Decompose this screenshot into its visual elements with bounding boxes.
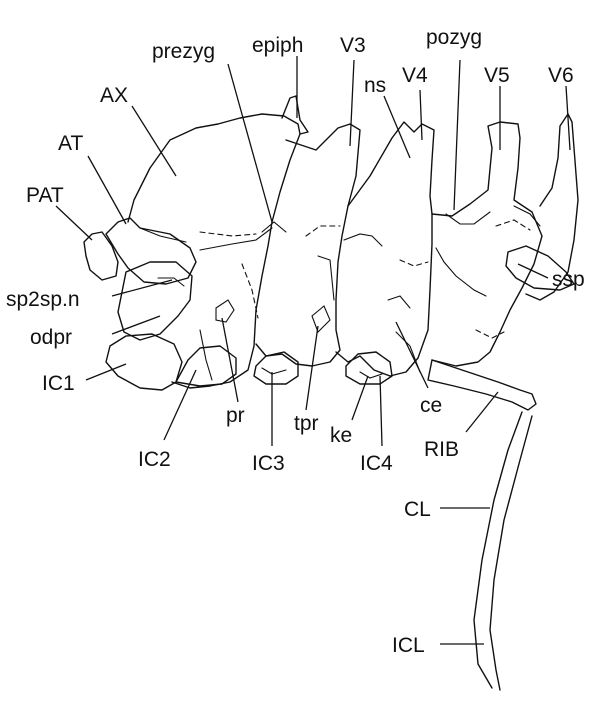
leader-ic4 xyxy=(379,375,383,447)
cervical-line-outer xyxy=(473,411,523,689)
leader-ax xyxy=(131,105,177,177)
label-epiph: epiph xyxy=(252,34,303,57)
leader-v3 xyxy=(349,59,355,147)
axis-outline xyxy=(127,113,301,389)
leader-pat xyxy=(55,205,93,241)
detail-line xyxy=(435,247,487,297)
dashed-line xyxy=(475,329,505,339)
leader-tpr xyxy=(305,325,319,411)
leader-lines xyxy=(55,56,571,645)
leader-odpr xyxy=(111,315,161,335)
label-icl: ICL xyxy=(392,634,425,657)
v3-outline xyxy=(255,123,361,367)
leader-rib xyxy=(465,391,499,433)
leader-prezyg xyxy=(227,63,273,223)
detail-line xyxy=(359,371,383,379)
label-pat: PAT xyxy=(26,184,64,207)
odontoid-outline xyxy=(117,261,193,341)
label-v6: V6 xyxy=(548,64,574,87)
label-ax: AX xyxy=(100,84,128,107)
detail-line xyxy=(317,255,335,301)
cervical-line-inner xyxy=(489,415,533,691)
detail-line xyxy=(387,295,411,309)
leader-v6 xyxy=(565,85,571,151)
detail-line xyxy=(513,205,541,227)
label-ns: ns xyxy=(364,74,386,97)
label-ce: ce xyxy=(420,394,442,417)
label-v5: V5 xyxy=(484,64,510,87)
detail-line xyxy=(199,329,213,381)
detail-line xyxy=(261,221,287,233)
leader-ic2 xyxy=(163,369,197,441)
detail-line xyxy=(215,299,235,323)
label-pr: pr xyxy=(226,404,245,427)
ssp-outline xyxy=(505,245,575,291)
detail-line xyxy=(199,227,273,251)
label-ke: ke xyxy=(330,424,352,447)
dashed-line xyxy=(305,225,341,237)
leader-pr xyxy=(221,317,239,403)
detail-line xyxy=(445,211,491,225)
label-ic3: IC3 xyxy=(252,452,285,475)
label-ic2: IC2 xyxy=(138,448,171,471)
label-ic4: IC4 xyxy=(360,452,393,475)
label-cl: CL xyxy=(404,498,431,521)
detail-line xyxy=(311,305,331,333)
leader-at xyxy=(87,155,127,225)
ic2-outline xyxy=(175,345,237,387)
label-ic1: IC1 xyxy=(42,372,75,395)
leader-ssp xyxy=(517,263,549,279)
atlas-outline xyxy=(105,217,197,285)
detail-line xyxy=(139,227,187,243)
bone-outlines xyxy=(83,95,579,691)
leader-pozyg xyxy=(453,59,461,211)
detail-line xyxy=(261,367,287,375)
dashed-line xyxy=(399,259,429,267)
label-at: AT xyxy=(58,132,83,155)
label-pozyg: pozyg xyxy=(426,26,482,49)
label-sp2sp-n: sp2sp.n xyxy=(6,288,80,311)
proatlas-outline xyxy=(83,231,119,281)
v6-outline xyxy=(525,113,579,301)
label-prezyg: prezyg xyxy=(152,40,215,63)
bone-details xyxy=(139,205,541,381)
leader-v4 xyxy=(419,89,423,141)
ic1-outline xyxy=(105,333,183,391)
detail-line xyxy=(395,331,421,373)
label-ssp: ssp xyxy=(552,268,585,291)
v4-outline xyxy=(335,121,435,377)
dashed-line xyxy=(495,219,531,231)
ic4-outline xyxy=(345,351,393,385)
detail-line xyxy=(343,233,383,247)
axis-neural-spine xyxy=(281,95,309,135)
dashed-line xyxy=(241,263,259,319)
rib-outline xyxy=(427,359,537,411)
leader-sp2sp xyxy=(111,279,173,297)
label-odpr: odpr xyxy=(30,326,72,349)
leader-ns xyxy=(383,95,411,159)
ic3-outline xyxy=(253,351,299,385)
labels: prezyg epiph V3 pozyg AX ns V4 V5 V6 AT … xyxy=(6,26,585,657)
leader-ce xyxy=(395,321,429,389)
detail-line xyxy=(157,277,185,287)
label-v4: V4 xyxy=(402,64,428,87)
leader-ke xyxy=(351,375,369,421)
label-v3: V3 xyxy=(340,34,366,57)
v5-outline xyxy=(431,121,543,367)
leader-ic1 xyxy=(85,363,127,381)
label-tpr: tpr xyxy=(294,412,319,435)
dashed-line xyxy=(199,231,257,237)
label-rib: RIB xyxy=(424,438,459,461)
